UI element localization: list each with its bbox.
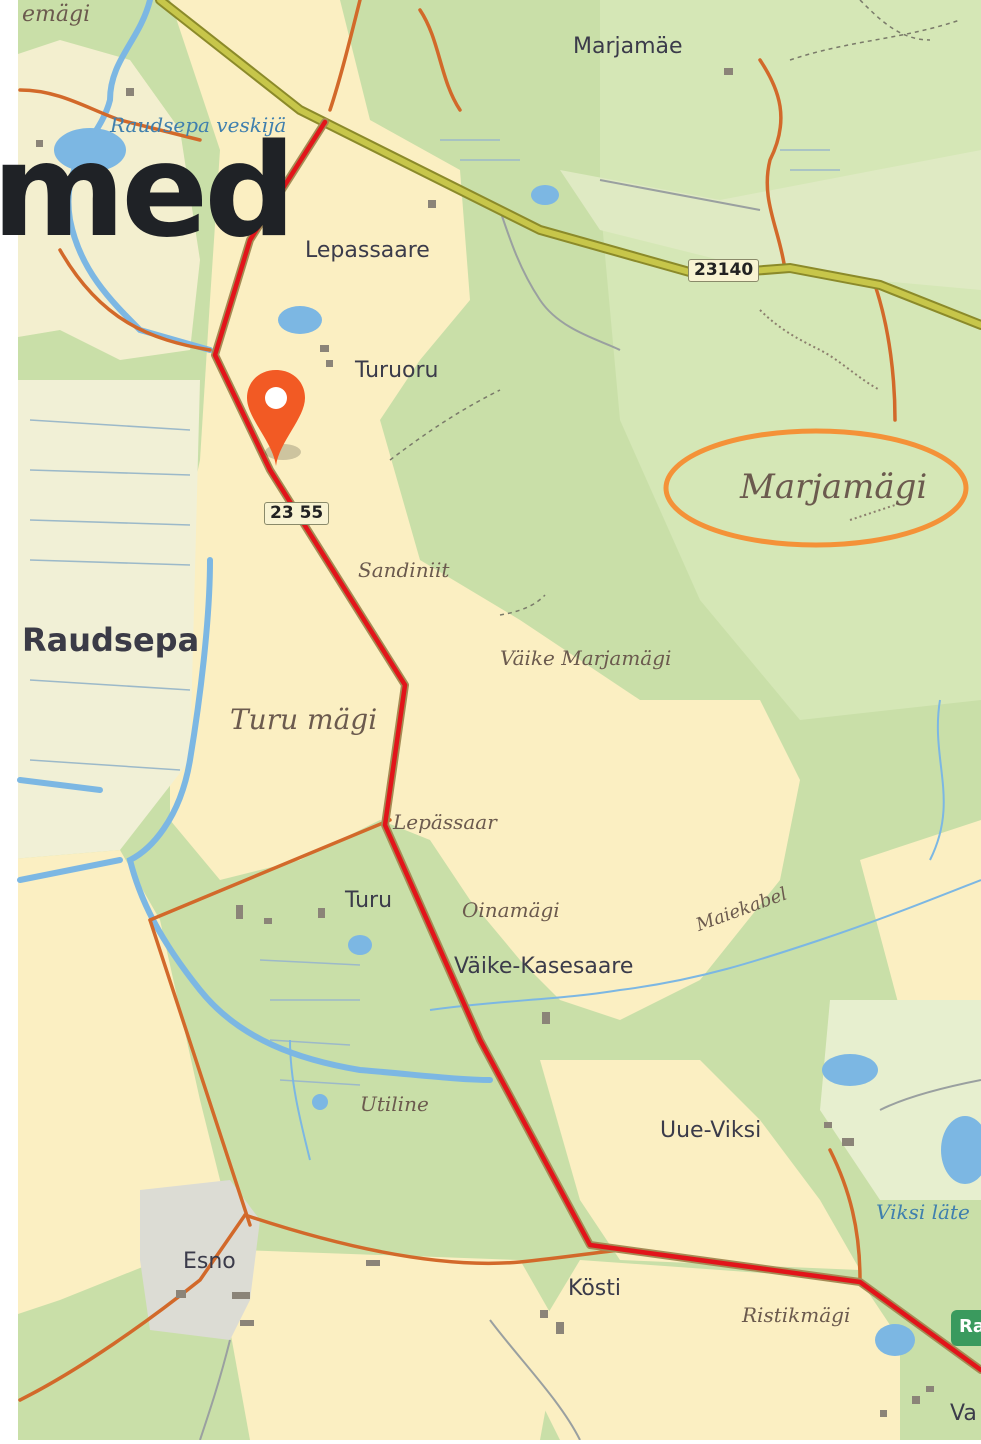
field-area (170, 0, 800, 1020)
headline-text: med (0, 117, 296, 266)
highlight-ring-icon (663, 428, 969, 548)
settlement-area (140, 1180, 260, 1340)
place-label: Turu (345, 888, 393, 913)
water-label: Raudsepa veskijä (110, 113, 287, 137)
place-label: Va (950, 1401, 977, 1426)
tracks (199, 179, 981, 1441)
page-margin (0, 0, 18, 1440)
feature-label: Sandiniit (358, 558, 450, 582)
highlighted-route (212, 119, 981, 1373)
water-channels (17, 0, 493, 1083)
water-label: Viksi läte (876, 1200, 970, 1224)
place-label: Väike-Kasesaare (454, 954, 634, 979)
feature-label: Turu mägi (230, 703, 378, 736)
place-label: Esno (183, 1249, 236, 1274)
highlighted-place-label: Marjamägi (740, 467, 928, 507)
feature-label: Väike Marjamägi (500, 646, 672, 670)
field-area (230, 1250, 560, 1440)
field-area (540, 1060, 860, 1270)
streams (289, 699, 981, 1161)
wetland-symbols (29, 139, 840, 1086)
place-label: Uue-Viksi (660, 1118, 762, 1143)
footpaths (389, 0, 961, 616)
buildings (36, 68, 934, 1417)
feature-label: emägi (22, 2, 91, 27)
feature-label: Lepässaar (393, 810, 497, 834)
place-label: Lepassaare (305, 238, 430, 263)
field-area (0, 40, 200, 360)
place-label: Marjamäe (573, 34, 683, 59)
wetland-area (0, 380, 200, 860)
road-number-shield: 23140 (688, 259, 760, 282)
lakes (54, 128, 981, 1356)
field-area (860, 820, 981, 1010)
road-number-shield: 23 55 (264, 502, 330, 525)
feature-label: Utiline (360, 1092, 429, 1116)
minor-roads (18, 0, 897, 1402)
field-area (520, 1260, 900, 1440)
place-label: Turuoru (355, 358, 439, 383)
place-label: Kösti (568, 1276, 621, 1301)
map-pin-icon[interactable] (243, 368, 309, 468)
feature-label: Oinamägi (462, 898, 560, 922)
place-label: Raudsepa (22, 621, 200, 659)
route-badge: Ra (951, 1310, 981, 1346)
highway-23140-fill (157, 0, 981, 328)
field-area (820, 1000, 981, 1200)
field-area (560, 150, 981, 290)
feature-label: Ristikmägi (742, 1303, 851, 1327)
